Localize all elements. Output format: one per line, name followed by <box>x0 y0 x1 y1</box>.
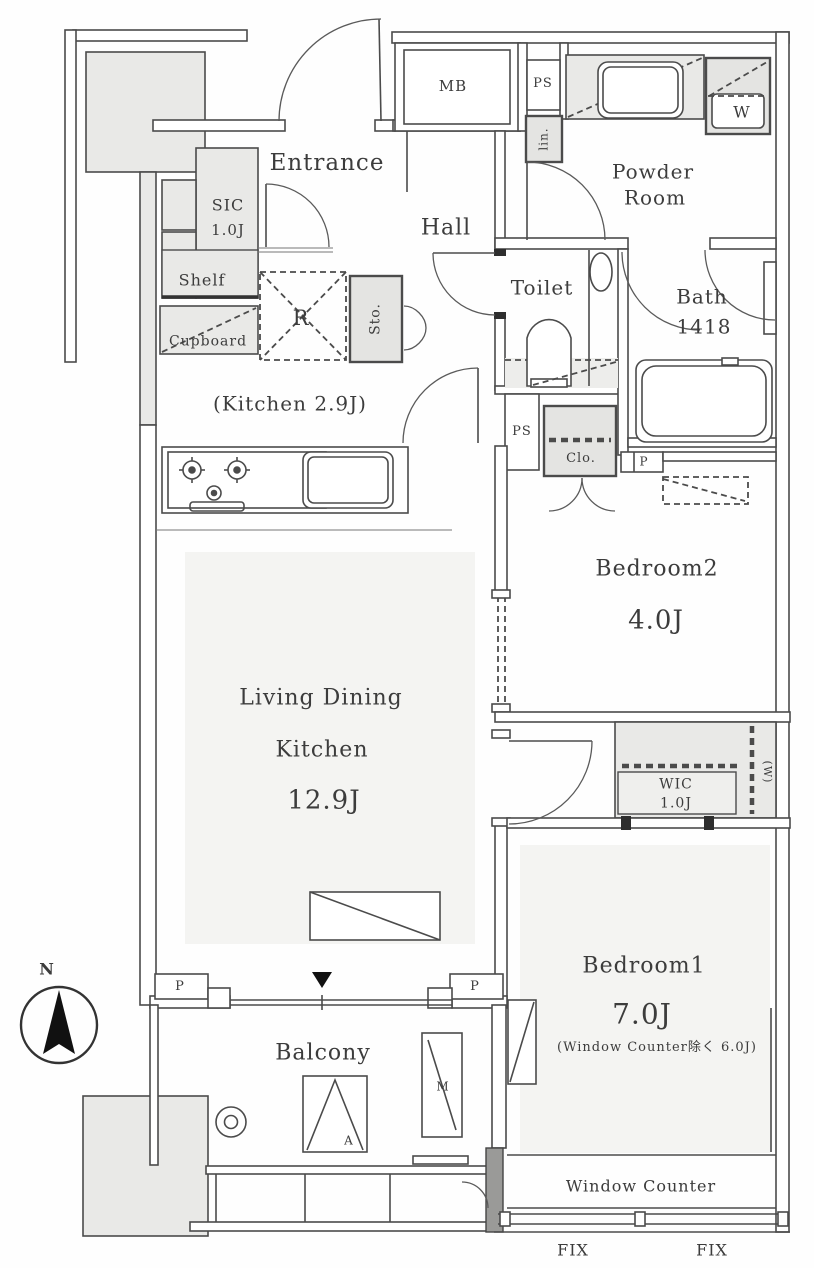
toilet-label: Toilet <box>510 275 574 300</box>
meter-unit-box <box>421 1032 463 1138</box>
toilet-fixture <box>505 250 618 388</box>
pillar-left <box>154 973 209 1000</box>
bath-size-label: 1418 <box>676 314 732 339</box>
compass-icon <box>19 985 99 1065</box>
hall-label: Hall <box>420 215 472 241</box>
front-door <box>278 18 382 122</box>
cupboard-cabinet <box>159 305 259 355</box>
powder-room-door <box>526 161 606 241</box>
linen-cabinet <box>524 114 564 164</box>
entrance-label: Entrance <box>269 149 385 176</box>
sic-size-label: 1.0J <box>211 221 245 240</box>
pillar-left-label: P <box>175 979 185 995</box>
storage-cabinet <box>348 274 404 364</box>
bedroom1-note-label: (Window Counter除く 6.0J) <box>557 1040 757 1056</box>
bedroom1-size-label: 7.0J <box>612 997 672 1031</box>
balcony-railing <box>189 1165 491 1232</box>
powder-vanity <box>565 54 705 120</box>
kitchen-counter <box>161 446 409 514</box>
entry-marker-icon <box>312 972 332 988</box>
bedroom2-label: Bedroom2 <box>595 556 719 582</box>
hall-closet <box>542 404 618 512</box>
pillar-right-label: P <box>470 979 480 995</box>
balcony-label: Balcony <box>275 1040 371 1066</box>
balcony-window <box>230 995 452 1010</box>
entrance-inner-door <box>265 183 330 248</box>
balcony-faucet <box>215 1106 247 1138</box>
pipe-space-mid <box>504 393 540 471</box>
bath-door <box>621 249 776 331</box>
hall-ldk-door <box>402 367 479 444</box>
washer-label: W <box>733 102 751 122</box>
meter-box-label: MB <box>438 77 468 96</box>
ldk-label-1: Living Dining <box>239 685 403 711</box>
sic-closet <box>161 147 259 299</box>
meter-unit-label: M <box>436 1079 450 1094</box>
shelf-label: Shelf <box>178 270 226 290</box>
linen-label: lin. <box>536 127 551 151</box>
pillar-bath <box>620 451 664 473</box>
sic-label: SIC <box>211 195 245 215</box>
pipe-space-top <box>526 59 561 111</box>
balcony-shelf <box>412 1155 469 1165</box>
fix-left-label: FIX <box>557 1240 589 1260</box>
powder-room-label-1: Powder <box>611 159 695 184</box>
toilet-door <box>432 252 496 316</box>
balcony-hatch-arc <box>461 1181 489 1209</box>
ldk-floor <box>185 552 475 944</box>
bedroom1-door-panel <box>507 999 537 1085</box>
bedroom1-label: Bedroom1 <box>582 953 706 979</box>
corridor-block <box>85 51 206 173</box>
bath-niche <box>763 261 777 335</box>
left-wall-upper <box>139 171 157 426</box>
ldk-size-label: 12.9J <box>287 785 361 816</box>
window-counter-label: Window Counter <box>565 1176 717 1196</box>
closet-label: Clo. <box>566 451 596 467</box>
ac-outdoor-unit <box>302 1075 368 1153</box>
refrigerator-space <box>259 271 347 361</box>
wic-closet <box>614 721 777 819</box>
ps-top-label: PS <box>533 76 553 92</box>
bedroom1-floor <box>520 845 770 1153</box>
bedroom2-size-label: 4.0J <box>628 605 684 636</box>
ldk-label-2: Kitchen <box>275 737 369 763</box>
kitchen-label: (Kitchen 2.9J) <box>213 391 367 416</box>
cupboard-label: Cupboard <box>168 333 248 350</box>
wic-washer-label: (W) <box>760 760 774 784</box>
bathtub <box>635 357 773 443</box>
ac-unit-label: A <box>344 1133 354 1148</box>
window-counter-area <box>494 1154 790 1233</box>
storage-label: Sto. <box>367 303 384 335</box>
washing-machine <box>704 56 772 136</box>
pillar-right <box>449 973 504 1000</box>
bedroom2-ac-outline <box>662 476 749 505</box>
tv-board <box>309 891 441 941</box>
north-label: N <box>39 959 55 979</box>
stove-burners <box>179 457 250 512</box>
fix-right-label: FIX <box>696 1240 728 1260</box>
wic-label: WIC <box>659 776 693 793</box>
powder-room-label-2: Room <box>623 185 687 210</box>
wic-size-label: 1.0J <box>660 795 692 812</box>
pillar-bath-label: P <box>639 454 649 469</box>
lower-left-block <box>82 1095 209 1237</box>
ps-mid-label: PS <box>512 424 532 440</box>
bedroom1-door <box>508 740 593 825</box>
bath-label: Bath <box>676 284 728 309</box>
kitchen-sink <box>302 451 394 509</box>
refrigerator-label: R <box>292 305 310 330</box>
